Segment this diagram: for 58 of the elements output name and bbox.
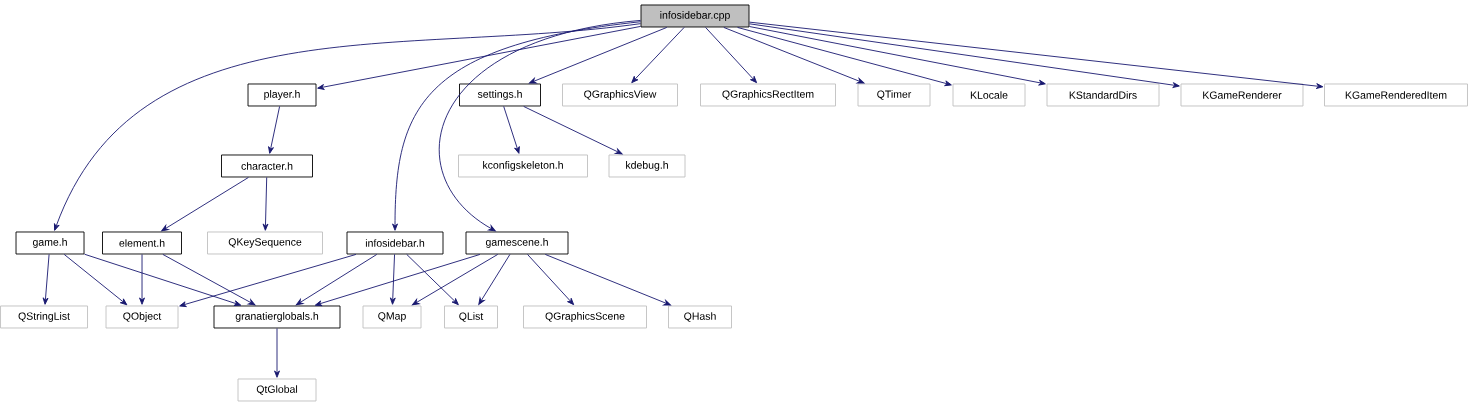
header-box: QHash	[668, 305, 732, 329]
arrow	[523, 106, 623, 155]
header-box: KStandardDirs	[1046, 83, 1160, 107]
header-box: QGraphicsView	[562, 83, 678, 107]
header-box: character.h	[221, 154, 313, 178]
header-box: QGraphicsScene	[523, 305, 647, 329]
header-box: QStringList	[0, 305, 88, 329]
header-box: granatierglobals.h	[213, 305, 341, 329]
arrow	[544, 254, 671, 306]
arrow	[527, 254, 575, 306]
arrow	[63, 254, 128, 306]
arrow	[723, 27, 865, 84]
header-box: element.h	[102, 231, 182, 255]
header-box: KGameRenderer	[1180, 83, 1304, 107]
arrow	[268, 106, 281, 154]
arrow	[274, 328, 280, 378]
header-box: game.h	[15, 231, 85, 255]
arrow	[295, 254, 378, 306]
header-box: settings.h	[459, 83, 541, 107]
arrow	[389, 254, 396, 305]
arrow	[139, 254, 145, 305]
header-box: QMap	[362, 305, 422, 329]
arrow	[161, 177, 249, 232]
header-box: infosidebar.h	[346, 231, 444, 255]
header-box: QGraphicsRectItem	[700, 83, 836, 107]
arrow	[392, 21, 641, 231]
arrow	[631, 27, 685, 84]
header-box: QTimer	[857, 83, 931, 107]
arrow	[528, 27, 668, 84]
arrow	[54, 23, 641, 231]
arrow	[262, 177, 269, 231]
header-box: QObject	[105, 305, 179, 329]
header-box: kdebug.h	[608, 154, 686, 178]
header-box: QList	[444, 305, 498, 329]
header-box: kconfigskeleton.h	[458, 154, 588, 178]
arrow	[162, 254, 256, 306]
file-box: infosidebar.cpp	[640, 4, 750, 28]
arrow	[749, 21, 1324, 89]
arrow	[503, 106, 520, 154]
arrow	[42, 254, 50, 305]
arrow	[438, 19, 641, 232]
header-box: player.h	[247, 83, 317, 107]
header-box: QKeySequence	[207, 231, 323, 255]
arrow	[411, 254, 499, 306]
arrow	[705, 27, 758, 84]
header-box: gamescene.h	[465, 231, 569, 255]
arrow	[406, 254, 459, 306]
header-box: KLocale	[952, 83, 1026, 107]
arrow	[179, 254, 357, 308]
header-box: KGameRenderedItem	[1324, 83, 1468, 107]
arrow	[737, 27, 952, 87]
arrow	[749, 26, 1046, 86]
header-box: QtGlobal	[237, 378, 317, 402]
arrow	[478, 254, 511, 305]
arrow	[749, 23, 1180, 88]
arrow	[314, 254, 481, 307]
arrow	[84, 253, 242, 306]
arrow	[317, 25, 641, 90]
